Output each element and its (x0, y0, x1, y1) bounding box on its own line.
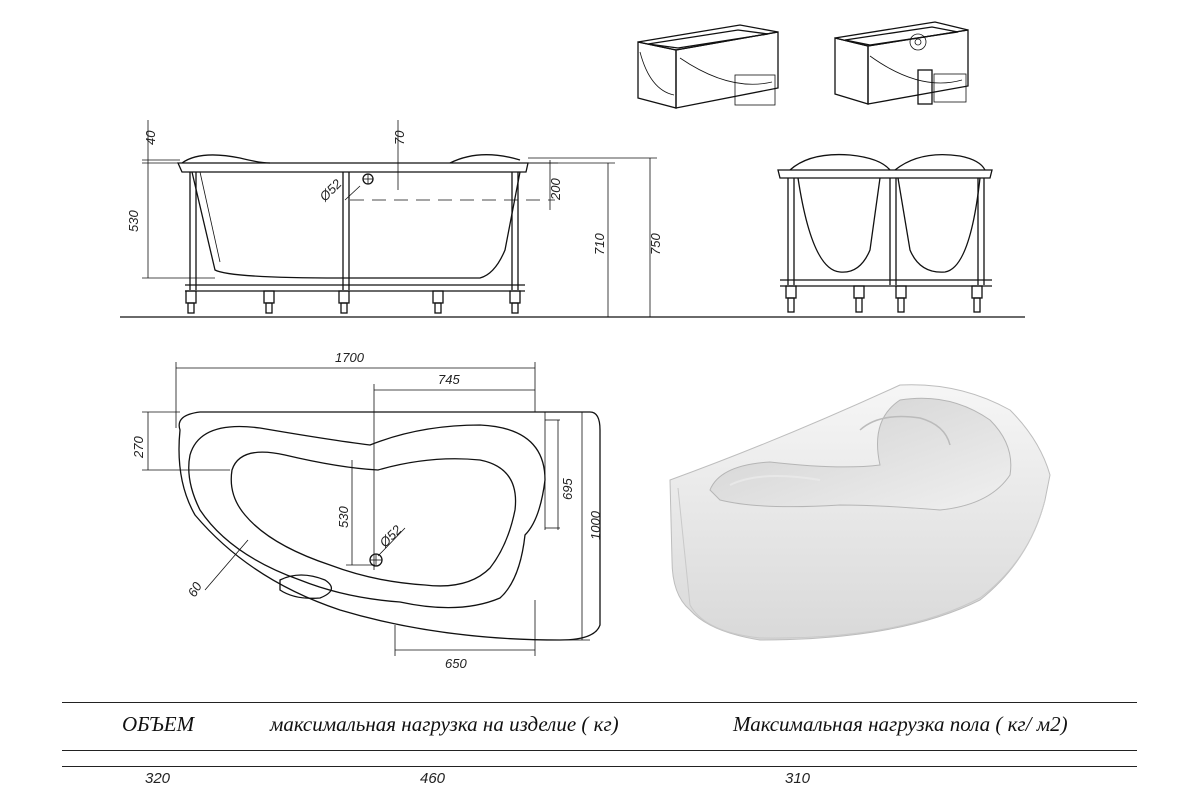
dim-drain-height: 200 (548, 178, 563, 201)
spec-value-floor-load: 310 (785, 770, 811, 787)
table-bottom-line (62, 766, 1137, 767)
table-top-line (62, 702, 1137, 703)
spec-value-max-load: 460 (420, 770, 446, 787)
spec-header-floor-load: Максимальная нагрузка пола ( кг/ м2) (733, 712, 1068, 736)
dim-width-1000: 1000 (588, 510, 603, 540)
side-elevation: 40 70 530 Ø52 200 710 750 (120, 120, 1025, 318)
dim-height-750: 750 (648, 233, 663, 255)
tub-render (669, 384, 1051, 641)
thumbnail-tub-plain (637, 24, 779, 109)
dim-length-1700: 1700 (335, 350, 365, 365)
end-elevation (777, 153, 993, 313)
dim-drain-52: Ø52 (376, 522, 405, 551)
dim-height-530: 530 (126, 210, 141, 232)
plan-view: 1700 745 270 530 Ø52 695 1000 60 650 (131, 350, 603, 671)
dim-radius-60: 60 (185, 579, 206, 600)
dim-depth-695: 695 (560, 478, 575, 500)
dim-depth-530: 530 (336, 506, 351, 528)
thumbnail-tub-hydro (834, 21, 969, 105)
spec-header-volume: ОБЪЕМ (122, 712, 195, 736)
dim-bottom-650: 650 (445, 656, 467, 671)
spec-header-max-load: максимальная нагрузка на изделие ( кг) (270, 712, 619, 736)
dim-rim-offset: 40 (143, 130, 158, 145)
dim-offset-745: 745 (438, 372, 460, 387)
dim-drain-diameter: Ø52 (316, 176, 345, 205)
leg-feet (185, 290, 521, 314)
dim-height-710: 710 (592, 233, 607, 255)
dim-wall-270: 270 (131, 436, 146, 459)
dim-rim-to-drain: 70 (392, 130, 407, 145)
spec-value-volume: 320 (145, 770, 171, 787)
table-middle-line (62, 750, 1137, 751)
